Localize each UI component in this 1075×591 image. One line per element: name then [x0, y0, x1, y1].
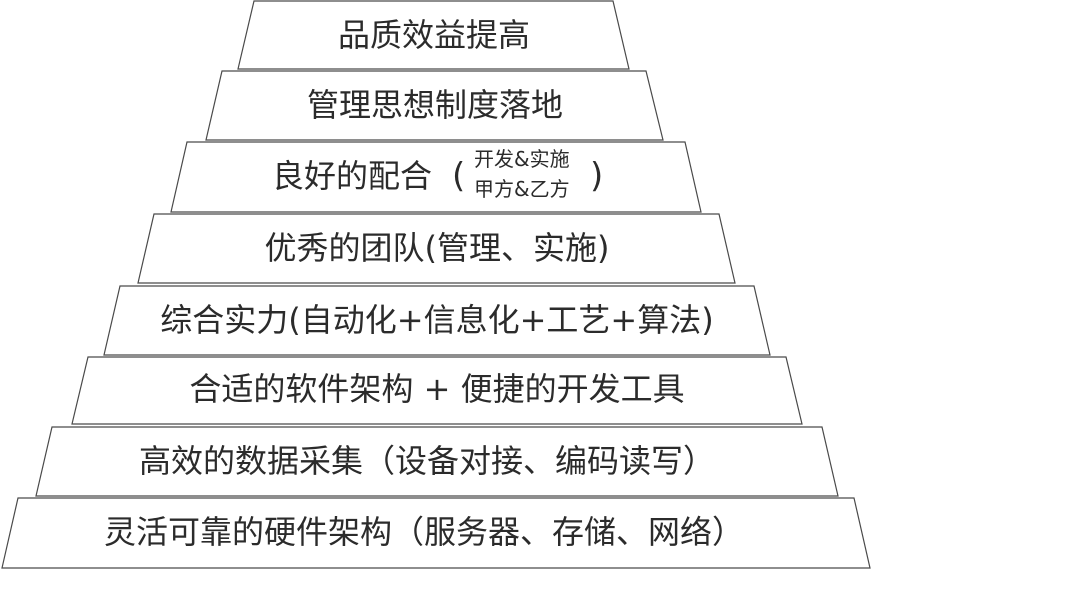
tier-7-label: 灵活可靠的硬件架构（服务器、存储、网络） — [104, 513, 744, 551]
tier-0-shape — [237, 0, 630, 70]
tier-6: 高效的数据采集（设备对接、编码读写） — [35, 426, 839, 497]
tier-1-label: 管理思想制度落地 — [307, 86, 563, 124]
tier-2-close-paren: ) — [590, 156, 603, 196]
tier-2-sub-bottom: 甲方&乙方 — [474, 177, 570, 201]
tier-2-shape — [170, 141, 702, 213]
tier-4: 综合实力(自动化+信息化+工艺+算法) — [103, 285, 771, 356]
tier-3-label: 优秀的团队(管理、实施) — [265, 229, 610, 267]
tier-0-label: 品质效益提高 — [338, 16, 530, 54]
tier-2-sub-top: 开发&实施 — [474, 147, 570, 171]
tier-5-shape — [71, 356, 803, 425]
tier-6-shape — [35, 426, 839, 497]
tier-2-label: 良好的配合 — [272, 157, 432, 195]
tier-0: 品质效益提高 — [237, 0, 630, 70]
tier-2: 良好的配合 ( 开发&实施 甲方&乙方 ) — [170, 141, 702, 213]
tier-3: 优秀的团队(管理、实施) — [137, 213, 736, 284]
tier-3-shape — [137, 213, 736, 284]
tier-2-open-paren: ( — [452, 156, 465, 196]
tier-4-label: 综合实力(自动化+信息化+工艺+算法) — [160, 301, 713, 339]
tier-5: 合适的软件架构 + 便捷的开发工具 — [71, 356, 803, 425]
tier-1-shape — [205, 70, 664, 141]
tier-6-label: 高效的数据采集（设备对接、编码读写） — [139, 442, 715, 480]
tier-1: 管理思想制度落地 — [205, 70, 664, 141]
tier-7-shape — [1, 497, 871, 569]
tier-7: 灵活可靠的硬件架构（服务器、存储、网络） — [1, 497, 871, 569]
tier-4-shape — [103, 285, 771, 356]
tier-5-label: 合适的软件架构 + 便捷的开发工具 — [189, 370, 684, 408]
